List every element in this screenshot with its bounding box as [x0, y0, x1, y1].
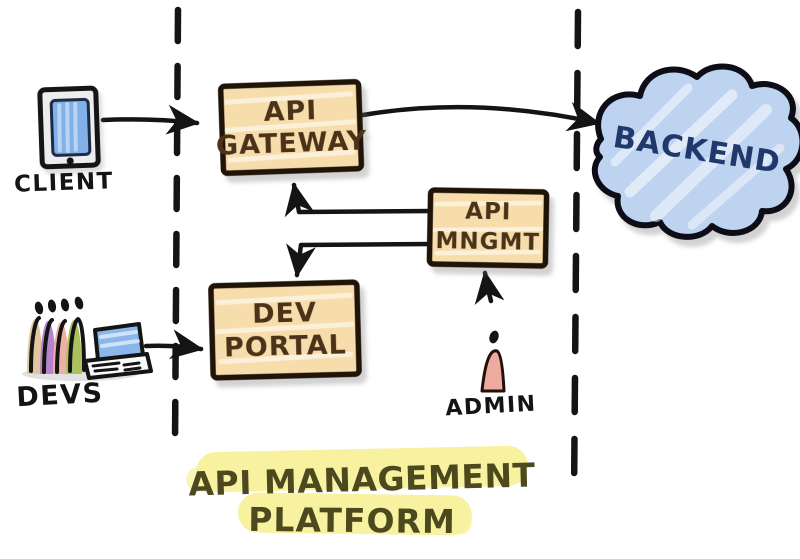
laptop-icon	[83, 322, 153, 380]
title-highlight-line1	[186, 445, 528, 493]
tablet-screen	[49, 97, 92, 157]
texture-streak	[624, 89, 738, 198]
dev-head	[74, 296, 84, 310]
title-highlight-line2	[238, 492, 472, 536]
texture-streak	[610, 83, 693, 167]
laptop-keyboard	[91, 361, 142, 373]
client-label: CLIENT	[14, 168, 115, 197]
platform-title: API MANAGEMENT PLATFORM	[186, 445, 536, 541]
dev-person-outline	[68, 317, 86, 373]
title-line1: API MANAGEMENT	[188, 455, 536, 503]
devs-icon	[22, 296, 153, 381]
edge-mngmt-portal	[286, 241, 435, 278]
texture-streak	[224, 91, 357, 163]
node-api-mngmt: API MNGMT	[426, 187, 550, 269]
zone-boundary-right	[570, 8, 582, 501]
admin-label: ADMIN	[445, 392, 537, 422]
dev-head	[34, 301, 44, 315]
dev-person-outline	[55, 319, 67, 374]
admin-icon	[480, 330, 506, 393]
dev-portal-label-line2: PORTAL	[224, 329, 348, 363]
title-line2: PLATFORM	[248, 500, 456, 541]
laptop-base	[83, 352, 153, 380]
client-icon	[37, 85, 101, 170]
node-dev-portal: DEV PORTAL	[208, 279, 362, 381]
laptop-screen-glare	[99, 330, 140, 348]
backend-cloud	[591, 63, 800, 240]
dev-portal-label-line1: DEV	[252, 297, 318, 330]
api-mngmt-label-line1: API	[465, 199, 512, 226]
edge-admin-mngmt	[474, 270, 505, 305]
tablet-screen-glare	[57, 101, 78, 154]
node-backend: BACKEND	[591, 63, 800, 240]
api-gateway-label-line2: GATEWAY	[215, 125, 367, 161]
node-api-gateway: API GATEWAY	[215, 79, 368, 176]
dev-person-outline	[29, 316, 41, 373]
highlight-stroke	[249, 506, 472, 535]
edge-devs-portal	[143, 329, 204, 360]
texture-streak	[215, 292, 355, 365]
edge-mngmt-gateway	[284, 182, 435, 218]
tablet-home-button	[66, 157, 74, 165]
edge-gateway-backend	[360, 101, 601, 132]
admin-body	[480, 349, 506, 393]
zone-boundary-left	[171, 6, 182, 448]
highlight-stroke	[186, 460, 513, 493]
dev-person-outline	[42, 318, 54, 374]
dev-head	[60, 298, 70, 312]
texture-streak	[687, 143, 785, 230]
admin-head	[489, 330, 499, 344]
api-mngmt-label-line2: MNGMT	[435, 228, 540, 256]
dev-head	[47, 299, 57, 313]
api-gateway-label-line1: API	[263, 95, 318, 128]
texture-streak	[650, 104, 772, 222]
texture-streak	[432, 200, 544, 256]
edge-client-gateway	[100, 104, 200, 135]
devs-label: DEVS	[16, 378, 105, 414]
